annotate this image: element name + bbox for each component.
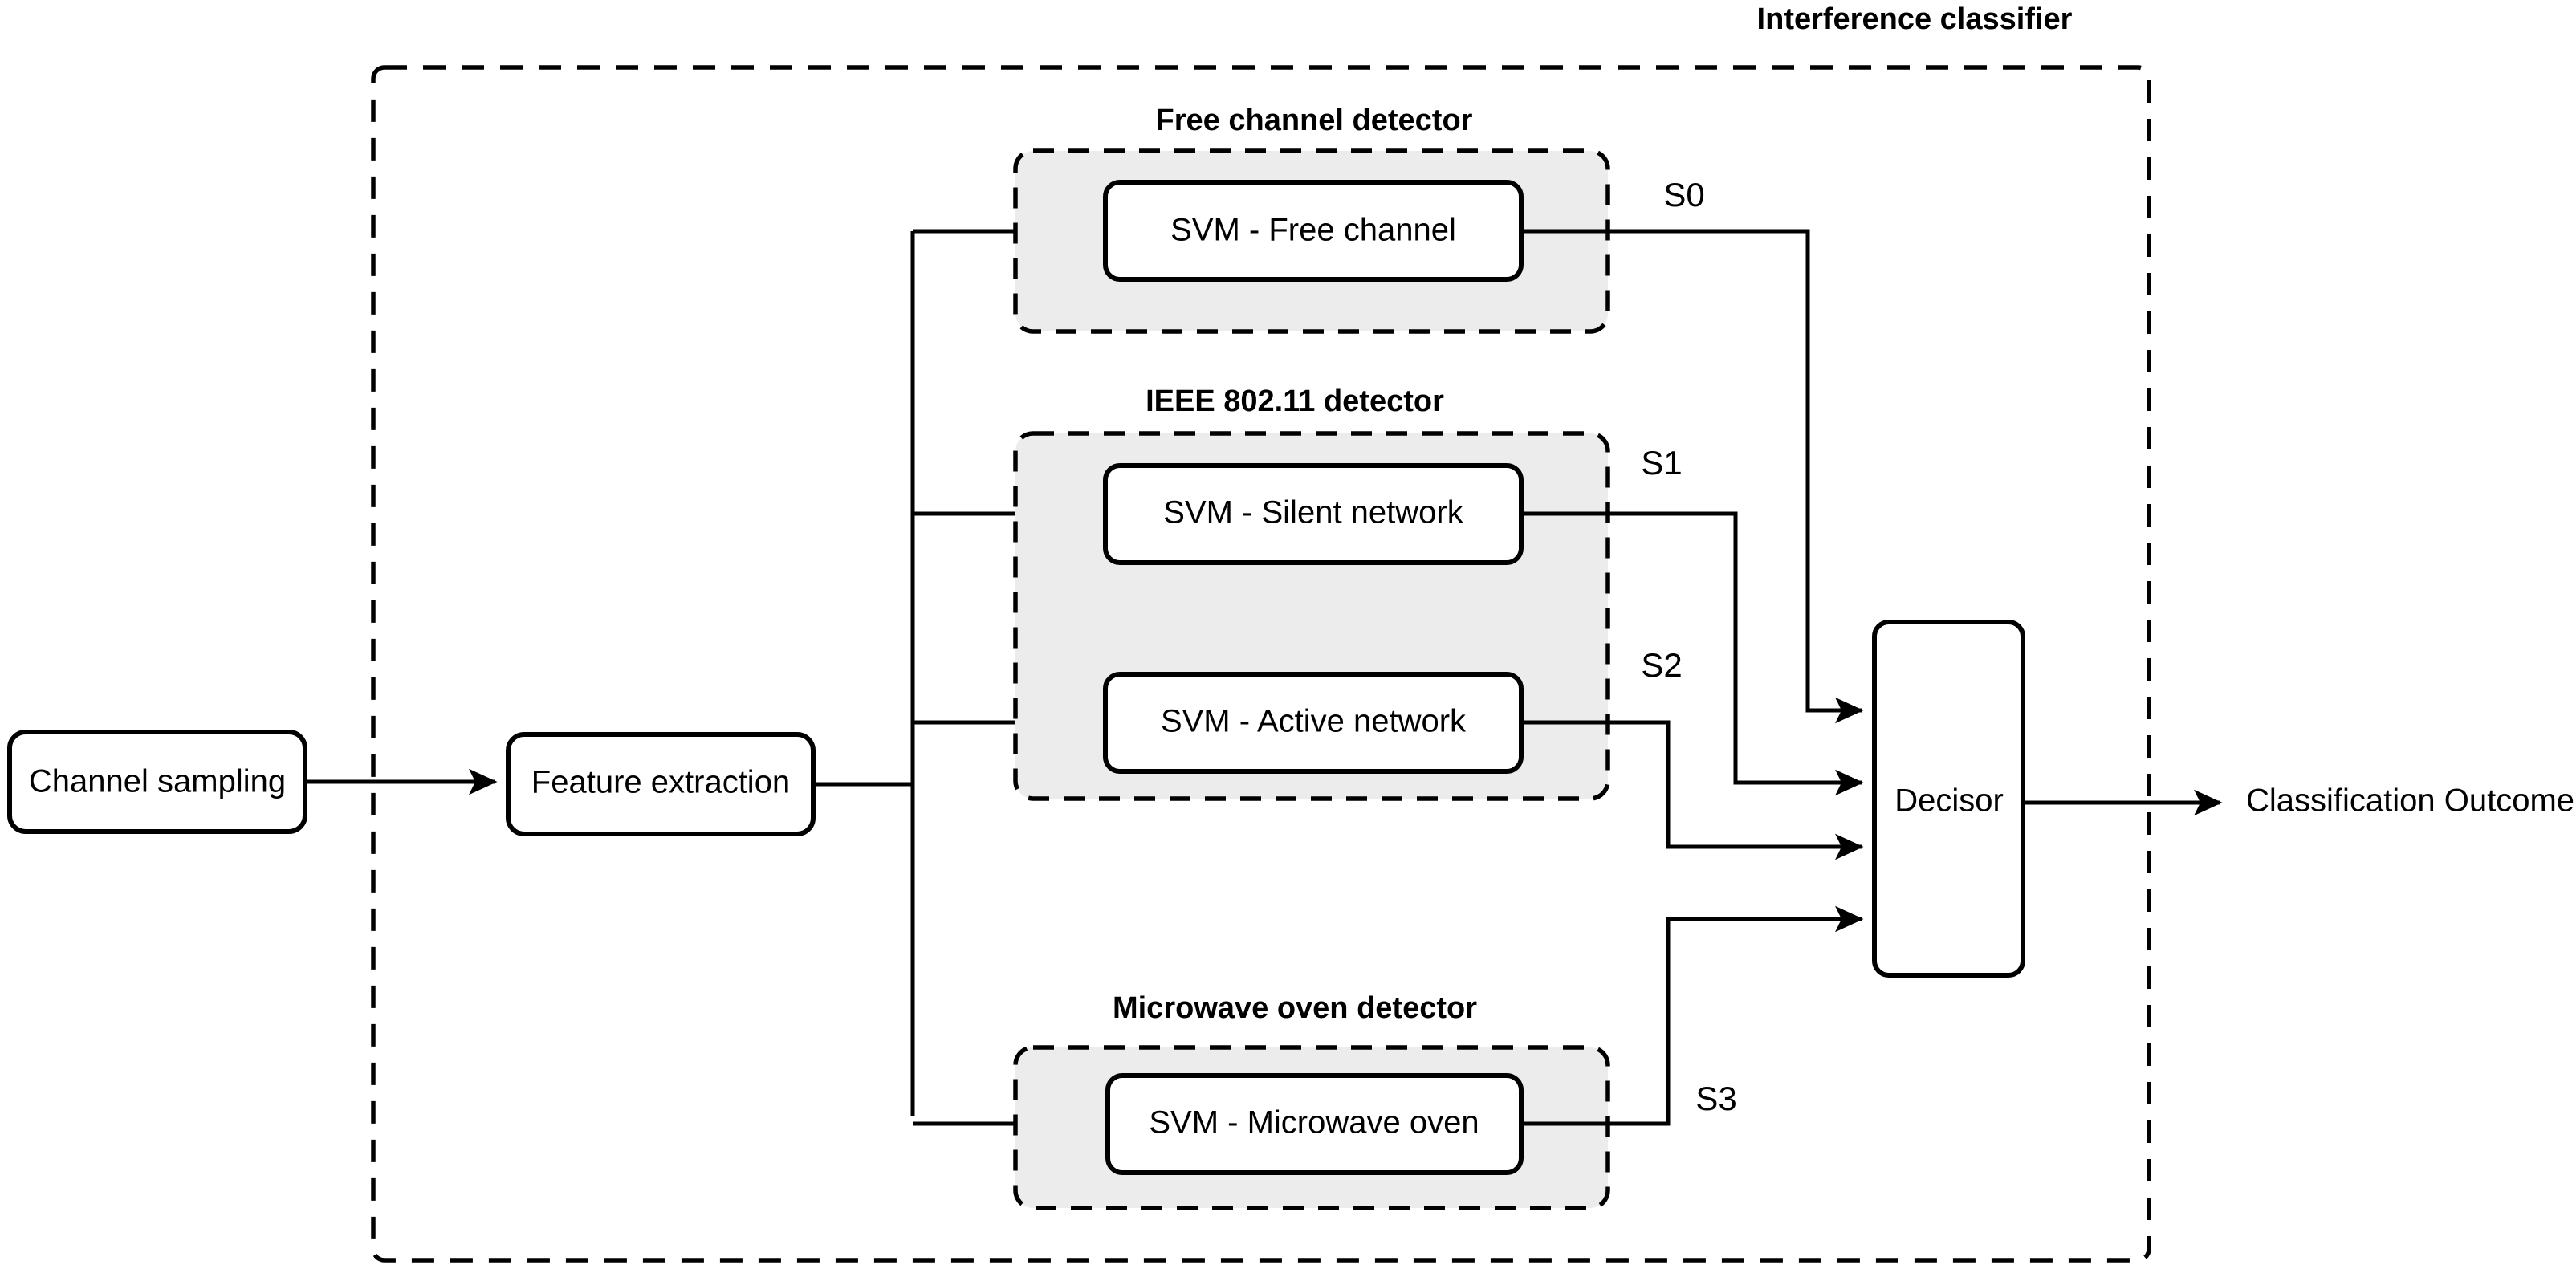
classification-outcome-label: Classification Outcome xyxy=(2246,783,2574,819)
edge-s2-to-decisor xyxy=(1521,720,1864,860)
feature-extraction-label: Feature extraction xyxy=(531,765,790,800)
ieee-802-11-detector-title: IEEE 802.11 detector xyxy=(1146,384,1444,418)
interference-classifier-title: Interference classifier xyxy=(1757,2,2073,36)
svm-free-channel-label: SVM - Free channel xyxy=(1170,213,1456,248)
svm-silent-network-label: SVM - Silent network xyxy=(1163,495,1463,531)
signal-label-s0: S0 xyxy=(1663,176,1704,214)
signal-label-s2: S2 xyxy=(1641,646,1682,684)
free-channel-detector-title: Free channel detector xyxy=(1156,104,1473,137)
svm-microwave-oven-label: SVM - Microwave oven xyxy=(1149,1105,1479,1141)
channel-sampling-label: Channel sampling xyxy=(29,764,286,799)
interference-classifier-boundary xyxy=(371,65,2151,1263)
signal-label-s3: S3 xyxy=(1695,1080,1736,1117)
edge-s3-to-decisor xyxy=(1521,905,1864,1126)
microwave-oven-detector-title: Microwave oven detector xyxy=(1113,991,1477,1025)
edge-s1-to-decisor xyxy=(1521,511,1864,796)
decisor-box[interactable] xyxy=(1872,620,2025,978)
signal-label-s1: S1 xyxy=(1641,444,1682,482)
decisor-label: Decisor xyxy=(1894,783,2004,819)
edge-s0-to-decisor xyxy=(1521,229,1864,724)
svm-active-network-label: SVM - Active network xyxy=(1161,704,1467,739)
